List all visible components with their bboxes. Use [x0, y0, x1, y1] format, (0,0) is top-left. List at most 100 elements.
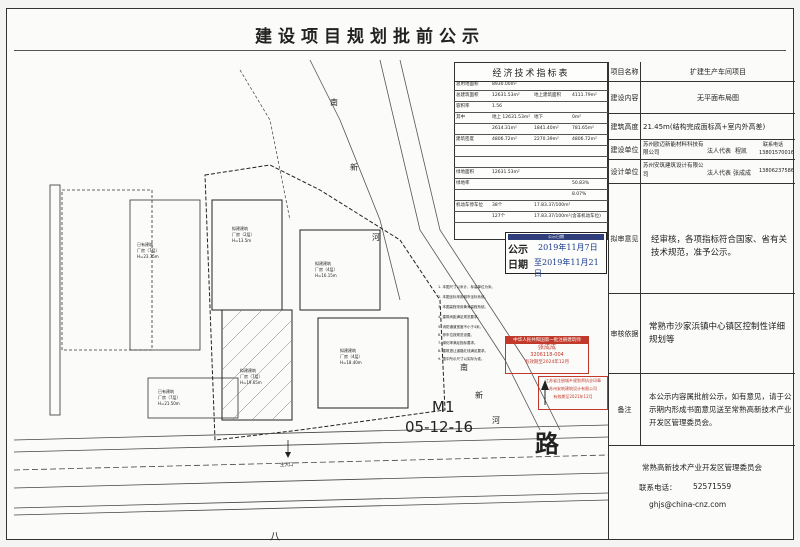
table-cell: 127个	[492, 214, 506, 219]
table-cell: 2614.31m²	[492, 126, 517, 131]
road-line	[13, 436, 609, 453]
proposed-building-hatched	[221, 309, 293, 421]
zone-code: 05-12-16	[405, 418, 473, 436]
remarks-row: 备注 本公示内容属批前公示，如有意见，请于公示期内形成书面意见送至常熟高新技术产…	[609, 374, 795, 446]
building-label: 已有建筑	[158, 388, 174, 394]
table-row	[454, 157, 608, 168]
river-label: 新	[475, 390, 483, 400]
north-arrow-icon	[541, 380, 549, 405]
table-cell: 机动车停车位	[456, 203, 483, 208]
contact-phone: 52571559	[693, 482, 732, 491]
zone-label: M1	[432, 398, 455, 416]
building-label: H=23.75m	[137, 254, 159, 259]
river-bank-line	[379, 59, 541, 431]
svg-text:8. 建筑退让道路红线满足要求。: 8. 建筑退让道路红线满足要求。	[438, 348, 488, 353]
proposed-building-a	[211, 199, 283, 311]
road-line	[13, 492, 609, 509]
road-line	[13, 424, 609, 441]
river-label: 河	[492, 415, 500, 425]
table-cell: 8930.00m²	[492, 82, 517, 87]
table-cell: 地上 12631.53m²	[492, 115, 531, 120]
table-cell: 38个	[492, 203, 503, 208]
table-cell: 1841.40m²	[534, 126, 559, 131]
table-cell: 绿地面积	[456, 170, 474, 175]
table-cell: 其中	[456, 115, 465, 120]
river-label: 新	[350, 162, 358, 172]
table-cell: 总用地面积	[456, 82, 479, 87]
table-cell: 17.83.37/100m²	[534, 203, 571, 208]
existing-building-outline	[61, 189, 153, 351]
table-cell: 建筑密度	[456, 137, 474, 142]
table-row: 机动车停车位 38个 17.83.37/100m²	[454, 201, 608, 212]
building-label: 拟建建筑	[315, 260, 331, 266]
table-cell: 8.07%	[572, 192, 587, 197]
river-bank-line	[399, 59, 561, 431]
building-label: 厂房（4层）	[315, 266, 338, 272]
boundary-dashed-line	[239, 69, 291, 221]
publicity-label: 公示	[508, 245, 528, 256]
river-label: 南	[330, 97, 338, 107]
publicity-date-start: 2019年11月7日	[538, 243, 598, 252]
table-cell: 2270.39m²	[534, 137, 559, 142]
table-cell: 12631.53m²	[492, 93, 520, 98]
table-cell: 容积率	[456, 104, 470, 109]
entrance-marker: 主入口	[280, 440, 294, 468]
drawing-notes: 1. 本图尺寸以米计，标高单位为米。 2. 本图坐标采用城市坐标系统。 3. 本…	[438, 284, 495, 361]
table-row: 建筑密度 4806.72m² 2270.39m² 4806.72m²	[454, 135, 608, 146]
svg-text:4. 建筑间距满足规范要求。: 4. 建筑间距满足规范要求。	[438, 314, 481, 319]
table-cell: 绿地率	[456, 181, 470, 186]
existing-building-2	[147, 377, 239, 419]
designer-row: 设计单位 苏州安筑建筑设计有限公司 法人代表 张成成 13806237586	[609, 160, 795, 184]
table-row	[454, 146, 608, 157]
road-line	[13, 499, 609, 516]
site-boundary-left	[49, 184, 61, 416]
building-label: 厂房（7层）	[240, 373, 263, 379]
table-title: 经济技术指标表	[455, 63, 607, 82]
svg-text:3. 本图高程采用黄海高程系统。: 3. 本图高程采用黄海高程系统。	[438, 304, 488, 309]
architect-stamp: 中华人民共和国第一批注册建筑师 张成成 3206118-004 有效期至2024…	[505, 336, 589, 374]
svg-text:9. 图中所示尺寸以实际为准。: 9. 图中所示尺寸以实际为准。	[438, 356, 484, 361]
building-label: H=19.65m	[240, 380, 262, 385]
building-label: 厂房（7层）	[137, 247, 160, 253]
proposed-building-b	[299, 229, 381, 311]
river-label: 河	[372, 232, 380, 242]
building-label: 厂房（4层）	[340, 353, 363, 359]
river-label: 南	[460, 362, 468, 372]
table-cell: 12631.53m²	[492, 170, 520, 175]
road-line	[13, 472, 609, 489]
basis-row: 审核依据 常熟市沙家浜镇中心镇区控制性详细规划等	[609, 294, 795, 374]
table-cell: 总建筑面积	[456, 93, 479, 98]
building-label: H=21.50m	[158, 401, 180, 406]
contact-email: ghjs@china-cnz.com	[649, 500, 727, 509]
table-cell: 4806.72m²	[572, 137, 597, 142]
table-cell: 4806.72m²	[492, 137, 517, 142]
site-red-line	[204, 164, 446, 441]
type-row: 建设内容 无平面布局图	[609, 82, 795, 114]
road-edge-line	[309, 59, 401, 301]
svg-text:6. 停车位按规范设置。: 6. 停车位按规范设置。	[438, 332, 474, 337]
building-label: 拟建建筑	[240, 367, 256, 373]
height-row: 建筑高度 21.45m(结构完成面标高+室内外高差)	[609, 114, 795, 140]
document-sheet	[6, 8, 794, 540]
svg-text:2. 本图坐标采用城市坐标系统。: 2. 本图坐标采用城市坐标系统。	[438, 294, 488, 299]
table-cell: 50.83%	[572, 181, 590, 186]
project-row: 项目名称 扩建生产车间项目	[609, 62, 795, 82]
road-label: 八	[270, 532, 280, 543]
contact-label: 联系电话：	[639, 483, 677, 492]
title-divider	[14, 50, 786, 51]
table-row: 8.07%	[454, 190, 608, 201]
svg-text:1. 本图尺寸以米计，标高单位为米。: 1. 本图尺寸以米计，标高单位为米。	[438, 284, 495, 289]
org-name: 常熟高新技术产业开发区管理委员会	[642, 463, 762, 472]
publicity-date-box: 公示日期 公示 2019年11月7日 日期 至2019年11月21日	[505, 232, 607, 278]
existing-building-1	[129, 199, 201, 351]
publicity-date-end: 至2019年11月21日	[534, 258, 599, 278]
applicant-row: 建设单位 苏州欧迈新能材料科技有限公司 法人代表 程凯 联系电话 1380157…	[609, 140, 795, 160]
table-cell: 0m²	[572, 115, 582, 120]
road-centerline	[13, 454, 609, 471]
info-panel: 项目名称 扩建生产车间项目 建设内容 无平面布局图 建筑高度 21.45m(结构…	[608, 62, 795, 540]
